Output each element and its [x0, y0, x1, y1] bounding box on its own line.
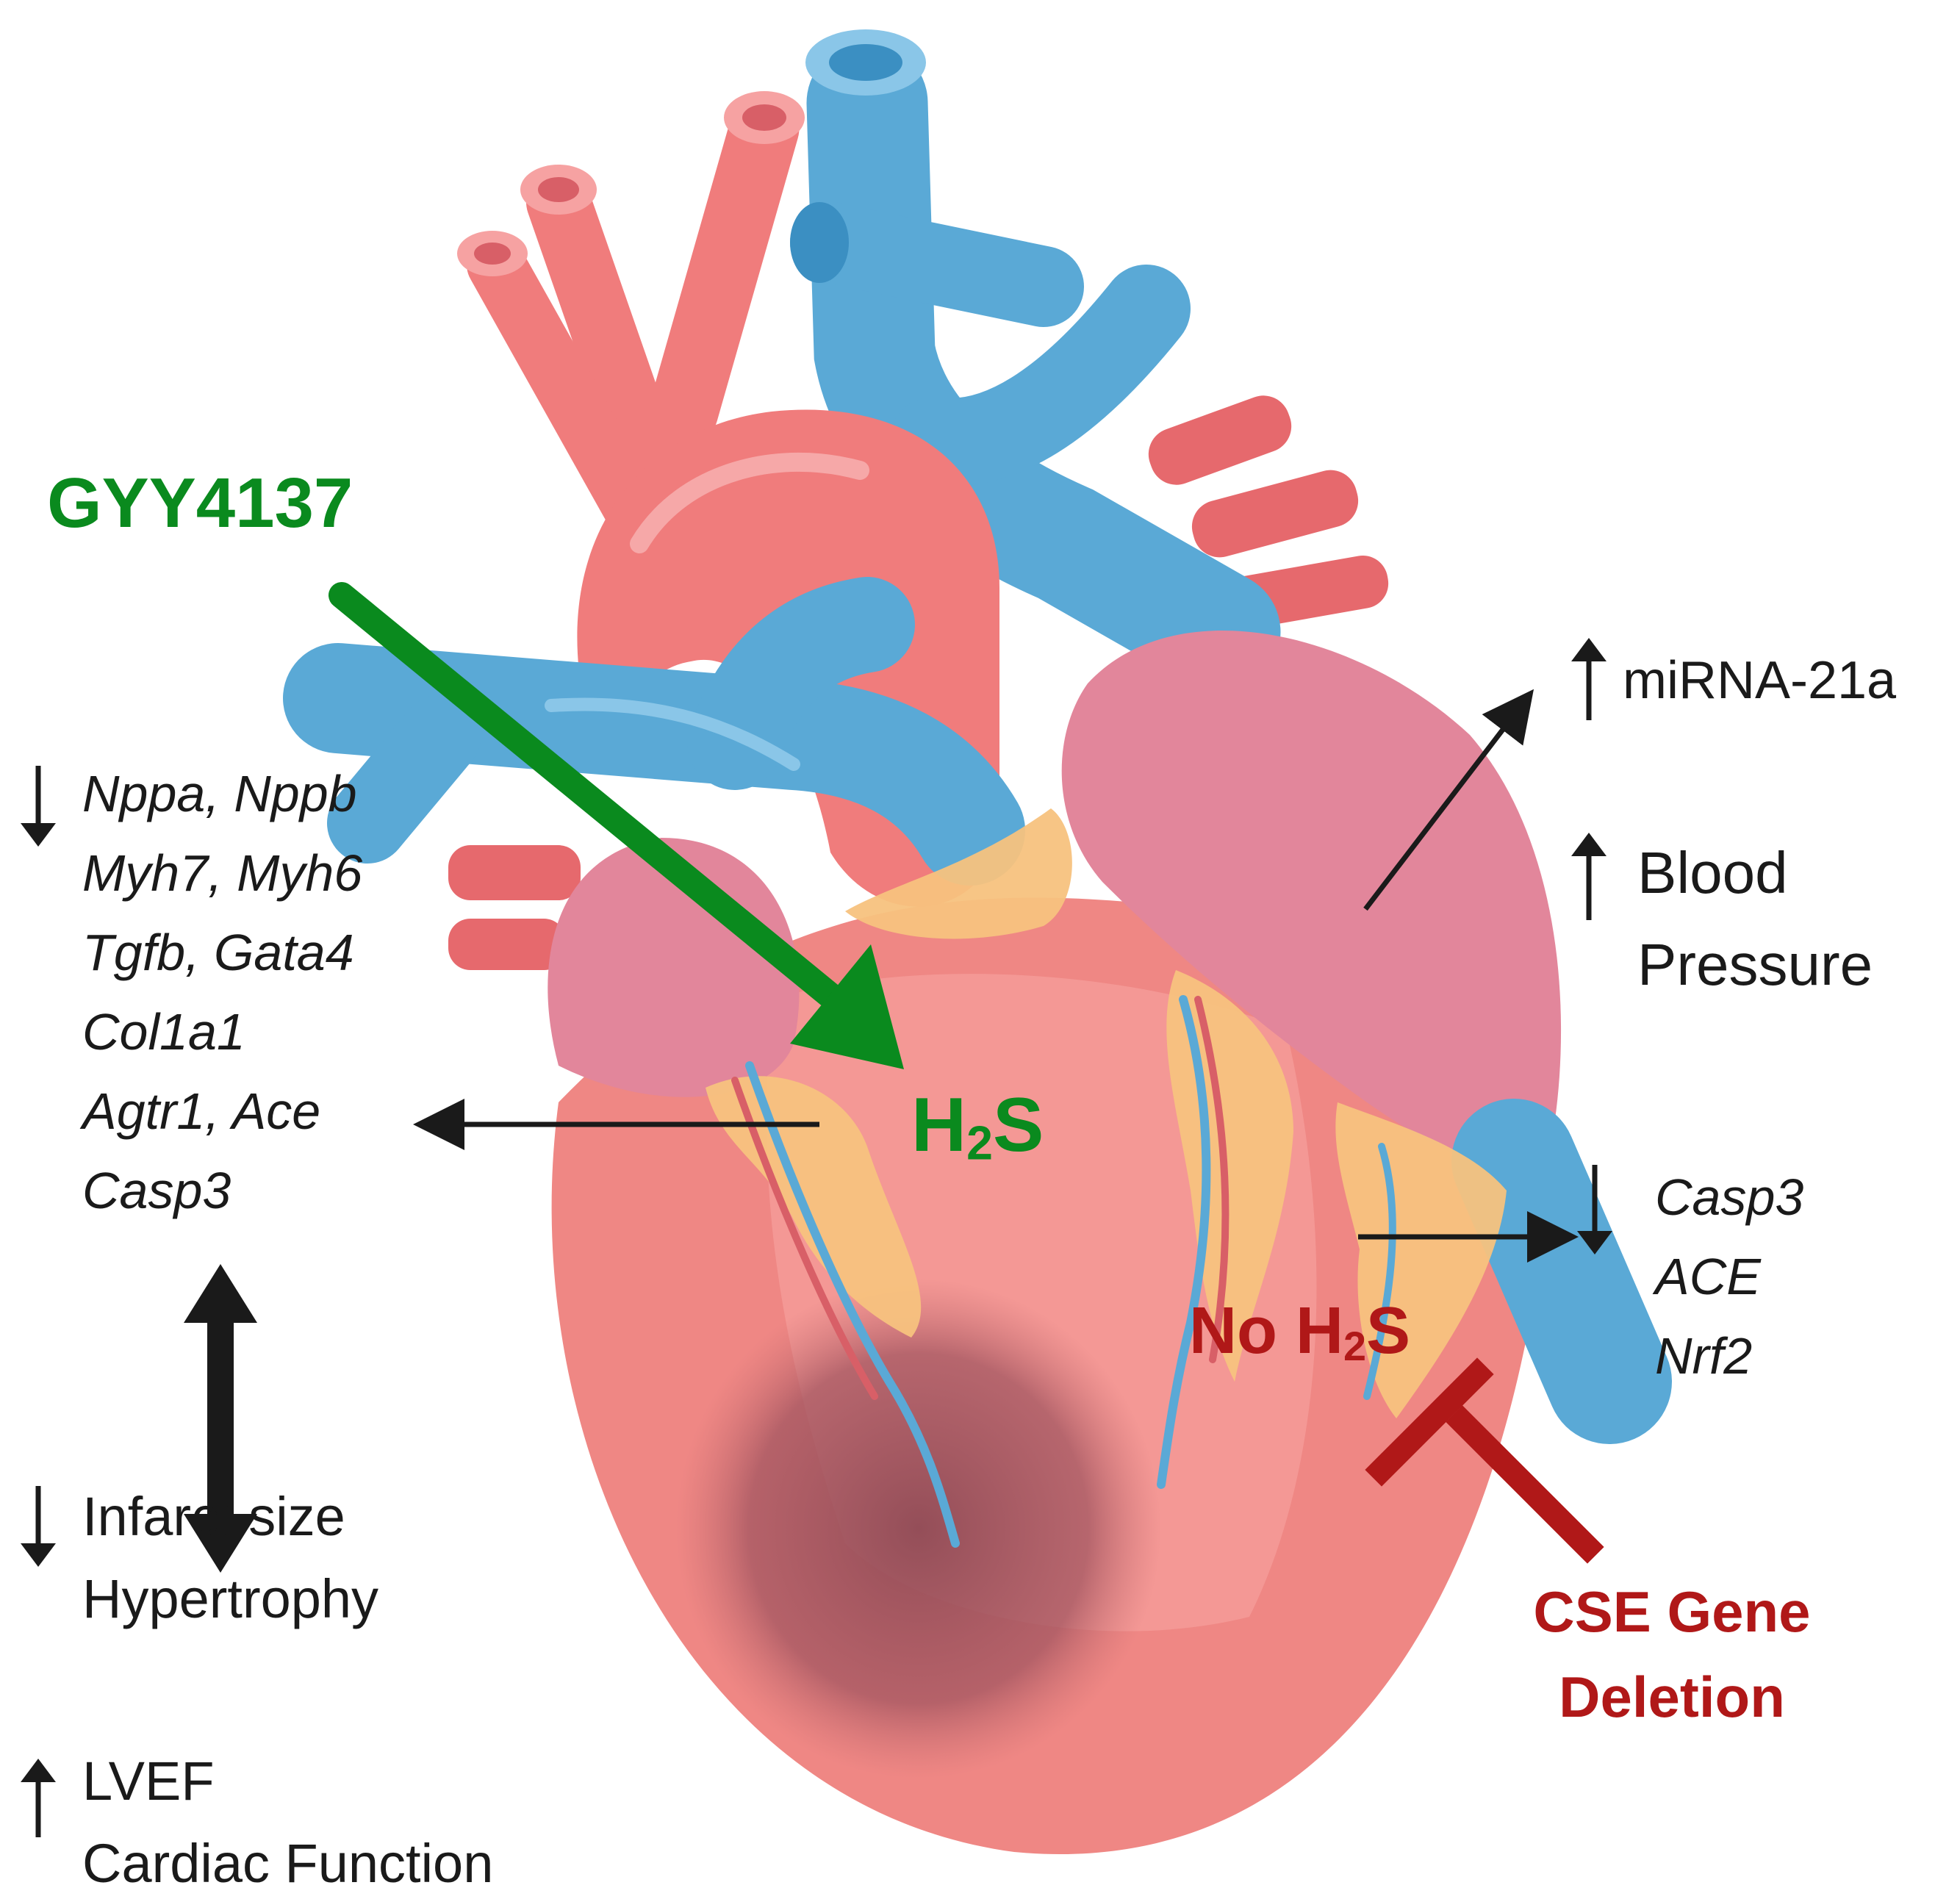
double-headed-arrow-icon [184, 1264, 257, 1573]
gene-item: Casp3 [82, 1162, 231, 1219]
inferior-vena-cava [1451, 1099, 1672, 1444]
arrow-down-icon [21, 766, 56, 847]
arrow-down-icon [1577, 1165, 1612, 1254]
right-atrium [1061, 631, 1562, 1166]
cse-deletion-line-2: Deletion [1559, 1665, 1785, 1729]
cse-deletion-line-1: CSE Gene [1533, 1579, 1811, 1644]
arrow-up-icon [1571, 833, 1607, 920]
gene-item: ACE [1655, 1248, 1761, 1305]
cse-gene-deletion-label: CSE Gene Deletion [1514, 1569, 1830, 1740]
no-h2s-label: No H2S [1189, 1294, 1411, 1370]
gene-item: Agtr1, Ace [82, 1083, 321, 1140]
arrow-to-mirna [1363, 689, 1534, 911]
heart [283, 29, 1672, 1855]
coronary-vessels [731, 995, 1396, 1548]
inhibition-bar-icon [1365, 1357, 1604, 1564]
mirna-label: miRNA-21a [1623, 651, 1897, 710]
bp-line-1: Blood [1637, 840, 1788, 905]
gene-item: Tgfb, Gata4 [82, 924, 354, 981]
left-gene-list: Nppa, Nppb Myh7, Myh6 Tgfb, Gata4 Col1a1… [82, 754, 362, 1230]
gene-item: Nppa, Nppb [82, 765, 357, 822]
right-gene-list: Casp3 ACE Nrf2 [1655, 1157, 1803, 1396]
arrow-down-icon [21, 1486, 56, 1567]
bp-line-2: Pressure [1637, 932, 1873, 997]
arrow-up-icon [1571, 638, 1607, 720]
outcome-item: LVEF [82, 1751, 215, 1812]
gene-item: Col1a1 [82, 1003, 245, 1060]
aortic-branches [457, 91, 805, 536]
gene-item: Myh7, Myh6 [82, 844, 363, 902]
left-outcomes-increase: LVEF Cardiac Function [82, 1740, 493, 1899]
arrow-up-icon [21, 1759, 56, 1837]
gene-item: Nrf2 [1655, 1327, 1753, 1385]
h2s-label: H2S [911, 1083, 1044, 1170]
outcome-item: Hypertrophy [82, 1568, 379, 1629]
outcome-item: Cardiac Function [82, 1833, 494, 1894]
infarct-zone [676, 1279, 1161, 1778]
gyy4137-label: GYY4137 [47, 464, 353, 542]
pulmonary-vessels-left [448, 845, 581, 970]
pulmonary-trunk [283, 577, 1025, 886]
gyy4137-arrow [329, 582, 904, 1069]
outcome-item: Infarct size [82, 1486, 345, 1547]
gene-item: Casp3 [1655, 1169, 1804, 1226]
effect-arrows [413, 689, 1579, 1263]
left-outcomes-decrease: Infarct size Hypertrophy [82, 1476, 378, 1640]
blood-pressure-label: Blood Pressure [1637, 827, 1873, 1010]
